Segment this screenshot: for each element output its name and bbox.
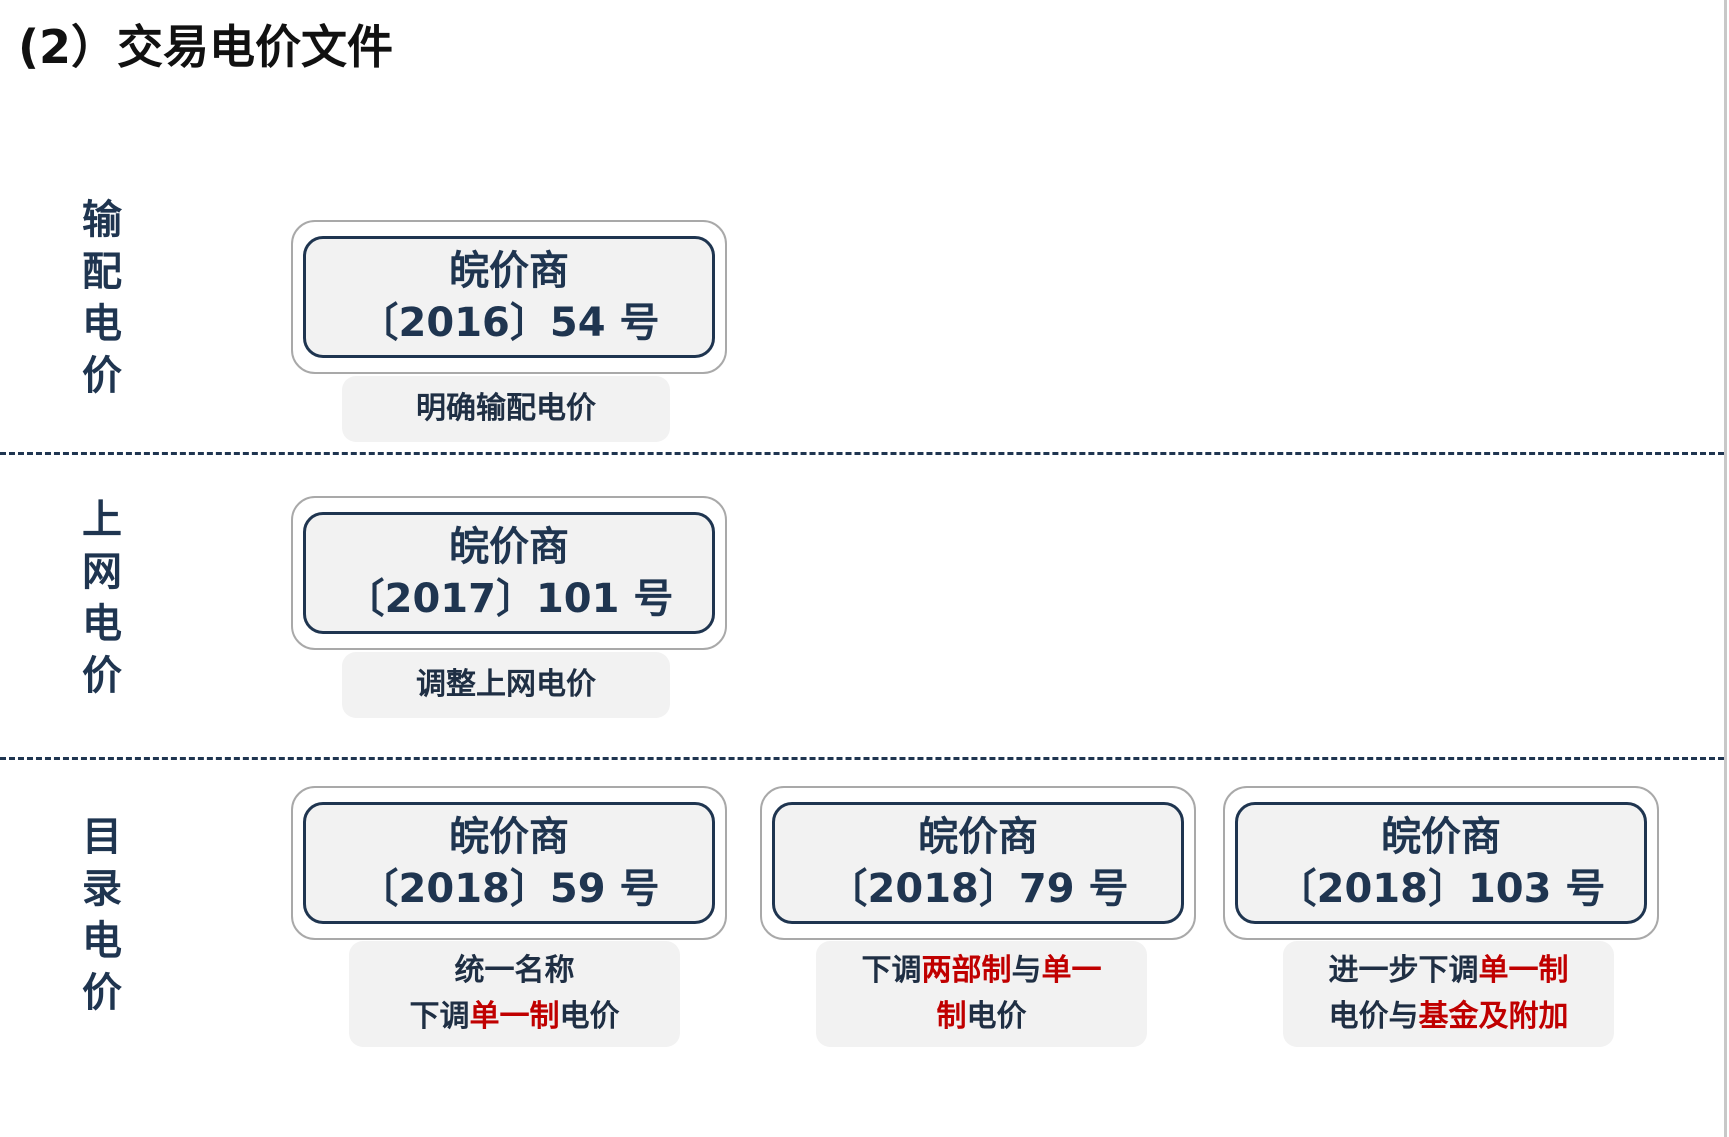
document-issuer: 皖价商 [449,248,569,294]
row-label-char: 价 [82,653,122,699]
document-note: 明确输配电价 [342,376,670,442]
row-label-transmission-price: 输 配 电 价 [72,194,132,402]
note-highlight-text: 单一 [1041,953,1102,988]
document-number: 〔2018〕103 号 [1276,866,1606,912]
note-text: 明确输配电价 [416,391,596,426]
note-line: 明确输配电价 [416,386,596,432]
right-border [1724,0,1727,1137]
document-note: 调整上网电价 [342,652,670,718]
document-card-2017-101: 皖价商 〔2017〕101 号 [291,496,727,650]
note-text: 电价 [966,999,1027,1034]
document-title-box: 皖价商 〔2016〕54 号 [303,236,715,358]
note-highlight-text: 单一制 [1478,953,1569,988]
document-note: 进一步下调单一制电价与基金及附加 [1283,941,1614,1047]
row-label-grid-price: 上 网 电 价 [72,494,132,702]
note-text: 下调 [409,999,470,1034]
row-divider-1 [0,452,1724,455]
note-line: 进一步下调单一制 [1329,948,1569,994]
document-card-2018-59: 皖价商 〔2018〕59 号 [291,786,727,940]
document-title-box: 皖价商 〔2018〕103 号 [1235,802,1647,924]
row-label-char: 录 [82,866,122,912]
note-line: 电价与基金及附加 [1329,994,1569,1040]
row-label-char: 目 [82,814,122,860]
document-card-2016-54: 皖价商 〔2016〕54 号 [291,220,727,374]
document-title-box: 皖价商 〔2018〕79 号 [772,802,1184,924]
row-label-char: 输 [82,197,122,243]
document-issuer: 皖价商 [918,814,1038,860]
row-label-char: 价 [82,353,122,399]
document-card-2018-79: 皖价商 〔2018〕79 号 [760,786,1196,940]
document-number: 〔2018〕79 号 [827,866,1129,912]
note-highlight-text: 制 [936,999,967,1034]
document-note: 下调两部制与单一制电价 [816,941,1147,1047]
document-number: 〔2016〕54 号 [358,300,660,346]
row-label-catalog-price: 目 录 电 价 [72,811,132,1019]
note-text: 电价 [559,999,620,1034]
document-issuer: 皖价商 [449,524,569,570]
row-label-char: 电 [82,601,122,647]
row-label-char: 电 [82,301,122,347]
document-number: 〔2018〕59 号 [358,866,660,912]
document-issuer: 皖价商 [1381,814,1501,860]
document-number: 〔2017〕101 号 [344,576,674,622]
note-line: 下调两部制与单一 [862,948,1102,994]
note-highlight-text: 两部制 [921,953,1012,988]
note-text: 下调 [861,953,922,988]
note-line: 调整上网电价 [416,662,596,708]
note-text: 进一步下调 [1328,953,1479,988]
note-highlight-text: 基金及附加 [1418,999,1569,1034]
document-title-box: 皖价商 〔2018〕59 号 [303,802,715,924]
note-highlight-text: 单一制 [469,999,560,1034]
row-label-char: 上 [82,497,122,543]
row-label-char: 配 [82,249,122,295]
page-title: (2）交易电价文件 [18,20,394,74]
document-card-2018-103: 皖价商 〔2018〕103 号 [1223,786,1659,940]
note-text: 与 [1011,953,1042,988]
row-label-char: 网 [82,549,122,595]
row-divider-2 [0,757,1724,760]
document-title-box: 皖价商 〔2017〕101 号 [303,512,715,634]
note-line: 统一名称 [455,948,575,994]
note-text: 调整上网电价 [416,667,596,702]
note-text: 统一名称 [454,953,575,988]
note-text: 电价与 [1328,999,1419,1034]
row-label-char: 电 [82,918,122,964]
note-line: 下调单一制电价 [410,994,620,1040]
document-note: 统一名称下调单一制电价 [349,941,680,1047]
document-issuer: 皖价商 [449,814,569,860]
row-label-char: 价 [82,970,122,1016]
note-line: 制电价 [937,994,1027,1040]
